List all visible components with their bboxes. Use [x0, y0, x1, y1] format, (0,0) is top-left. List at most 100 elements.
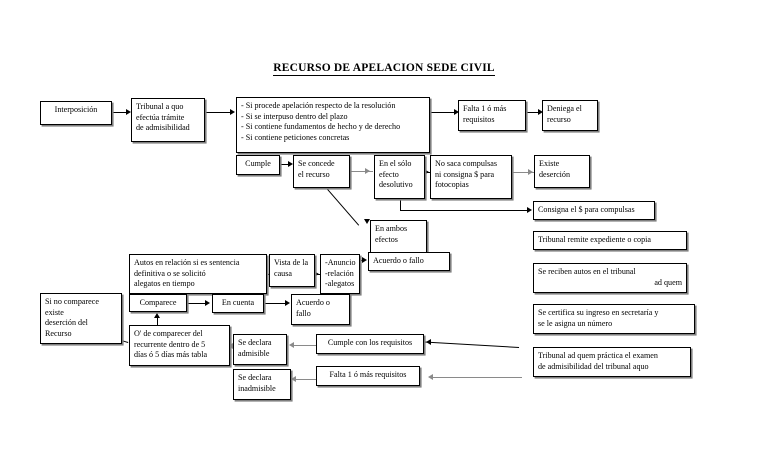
node-line: ni consigna $ para [435, 169, 495, 179]
arrowhead-icon [527, 207, 532, 213]
page-title: RECURSO DE APELACION SEDE CIVIL [0, 62, 768, 76]
arrowhead-icon [424, 169, 429, 175]
node-line: deserción del [45, 318, 88, 328]
node-line: Se reciben autos en el tribunal [538, 267, 636, 276]
node-cumple-con-requisitos: Cumple con los requisitos [316, 334, 424, 354]
node-se-certifica-ingreso: Se certifica su ingreso en secretaría y … [533, 304, 695, 334]
node-line: Falta 1 ó más requisitos [329, 370, 407, 379]
node-criterios-admisibilidad: - Si procede apelación respecto de la re… [236, 97, 430, 153]
node-line: - Si contiene peticiones concretas [241, 132, 350, 142]
node-falta-requisitos-top: Falta 1 ó más requisitos [458, 100, 526, 131]
node-line: Se declara [238, 338, 272, 347]
node-line: efectos [375, 234, 398, 244]
node-line: Cumple con los requisitos [327, 338, 413, 347]
node-line: Deniega el [547, 104, 582, 113]
arrowhead-icon [288, 161, 293, 167]
node-line: inadmisible [238, 383, 276, 393]
node-vista-causa: Vista de la causa [269, 254, 315, 287]
edge-ad-quem-to-falta-requisitos [432, 377, 522, 378]
node-acuerdo-o-fallo-1: Acuerdo o fallo [368, 252, 450, 271]
node-line: de admisibilidad [136, 123, 190, 133]
node-line: Tribunal ad quem práctica el examen [538, 351, 658, 360]
arrowhead-icon [538, 109, 543, 115]
node-line: Falta 1 ó más [463, 104, 507, 113]
edge-interposicion-to-tribunal [112, 112, 127, 113]
node-line: - Si se interpuso dentro del plazo [241, 111, 348, 121]
node-line: Acuerdo o [296, 298, 330, 307]
node-line: fotocopias [435, 180, 469, 190]
edge-tribunal-to-criterios [205, 112, 231, 113]
edge-solo-efecto-down [400, 199, 401, 211]
edge-criterios-to-falta [430, 112, 455, 113]
node-falta-requisitos-bottom: Falta 1 ó más requisitos [316, 366, 420, 386]
arrowhead-icon [454, 109, 459, 115]
arrowhead-icon [528, 169, 533, 175]
node-line: No saca compulsas [435, 159, 498, 168]
node-line: el recurso [298, 169, 330, 179]
arrowhead-icon [205, 300, 210, 306]
edge-comparece-to-en-cuenta [187, 303, 207, 304]
node-existe-desercion: Existe deserción [534, 155, 590, 188]
node-line: existe [45, 307, 64, 317]
arrowhead-icon [426, 339, 431, 345]
node-line: requisitos [463, 114, 495, 124]
node-cumple: Cumple [236, 155, 280, 175]
node-obligacion-comparecer: O' de comparecer del recurrente dentro d… [129, 325, 230, 366]
node-line: recurso [547, 114, 571, 124]
node-se-reciben-autos: Se reciben autos en el tribunal ad quem [533, 263, 687, 293]
node-no-saca-compulsas: No saca compulsas ni consigna $ para fot… [430, 155, 512, 199]
arrowhead-icon [285, 300, 290, 306]
arrowhead-icon [365, 168, 370, 174]
node-line: efecto [379, 169, 399, 179]
node-line: Tribunal a quo [136, 102, 184, 111]
arrowhead-icon [289, 342, 294, 348]
node-line: Comparece [139, 298, 177, 307]
edge-ad-quem-to-cumple-requisitos [424, 341, 520, 348]
node-line: Recurso [45, 328, 72, 338]
node-consigna-compulsas: Consigna el $ para compulsas [533, 201, 655, 220]
node-tribunal-a-quo: Tribunal a quo efectúa trámite de admisi… [131, 98, 205, 142]
node-se-declara-inadmisible: Se declara inadmisible [233, 369, 291, 400]
arrowhead-icon [291, 376, 296, 382]
node-line: Consigna el $ para compulsas [538, 205, 635, 214]
node-line: - Si procede apelación respecto de la re… [241, 101, 396, 110]
node-line: de admisibilidad del tribunal aquo [538, 361, 649, 371]
edge-to-consigna-compulsas [400, 210, 528, 211]
arrowhead-icon [428, 374, 433, 380]
arrowhead-icon [228, 343, 233, 349]
node-line: Tribunal remite expediente o copia [538, 235, 651, 244]
node-line: - Si contiene fundamentos de hecho y de … [241, 122, 401, 132]
node-line: ad quem [654, 277, 682, 287]
node-interposicion: Interposición [40, 101, 112, 125]
edge-concede-to-solo-efecto [350, 171, 373, 172]
edge-falta-to-deniega [526, 112, 539, 113]
edge-concede-to-ambos-efectos [326, 188, 360, 226]
node-tribunal-ad-quem-examen: Tribunal ad quem práctica el examen de a… [533, 347, 691, 377]
edge-cumple-to-concede [280, 164, 289, 165]
node-line: días ó 5 días más tabla [134, 350, 208, 360]
node-line: deserción [539, 169, 571, 179]
node-si-no-comparece: Si no comparece existe deserción del Rec… [40, 293, 122, 344]
node-line: Vista de la [274, 258, 309, 267]
node-line: En el sólo [379, 159, 412, 168]
node-comparece: Comparece [129, 294, 187, 312]
edge-cumple-req-to-admisible [292, 345, 316, 346]
arrowhead-icon [126, 109, 131, 115]
node-line: se le asigna un número [538, 318, 613, 328]
node-line: -Anuncio [325, 258, 356, 267]
node-line: desolutivo [379, 180, 413, 190]
node-line: alegatos en tiempo [134, 279, 195, 289]
node-deniega-recurso: Deniega el recurso [542, 100, 598, 131]
edge-o-comparecer-to-comparece [157, 317, 158, 325]
arrowhead-icon [364, 219, 370, 224]
node-line: recurrente dentro de 5 [134, 339, 206, 349]
edge-no-saca-to-desercion [512, 172, 534, 173]
node-se-declara-admisible: Se declara admisible [233, 334, 287, 365]
node-line: Existe [539, 159, 560, 168]
node-line: Interposición [54, 105, 98, 114]
arrowhead-icon [230, 109, 235, 115]
arrowhead-icon [154, 313, 160, 318]
node-se-concede-recurso: Se concede el recurso [293, 155, 350, 188]
node-line: efectúa trámite [136, 112, 185, 122]
node-line: Se declara [238, 373, 272, 382]
